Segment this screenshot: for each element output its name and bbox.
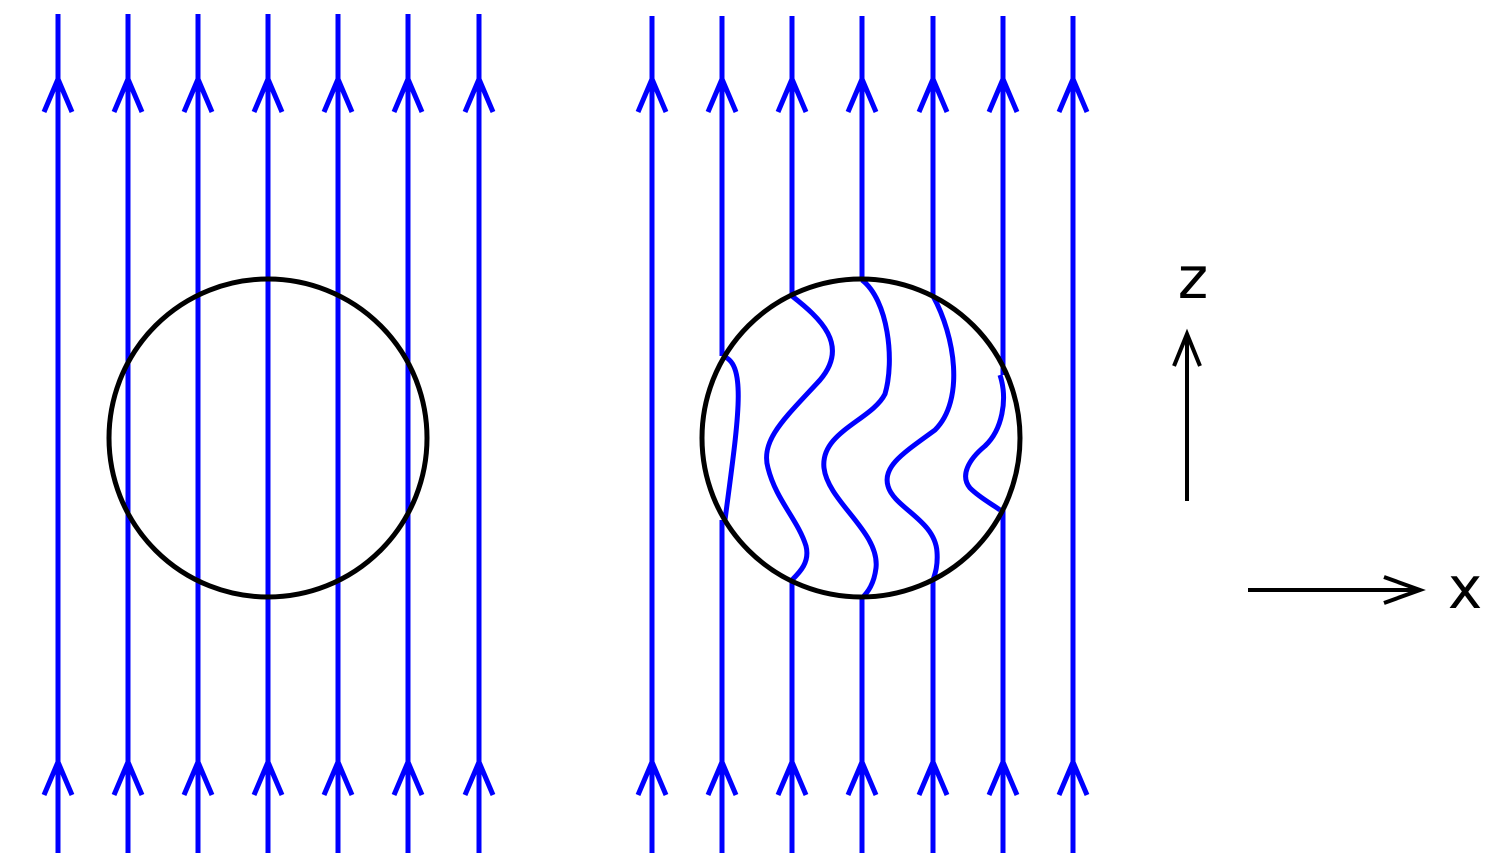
upper-arrow-icon: [705, 72, 739, 113]
boundary-circle: [699, 276, 1023, 600]
upper-arrow-icon: [986, 72, 1020, 113]
field-line-distorted-segment: [821, 278, 892, 600]
upper-arrow-icon: [41, 72, 75, 113]
upper-arrow-icon: [845, 72, 879, 113]
lower-arrow-icon: [391, 755, 425, 796]
field-line: [251, 14, 285, 853]
upper-arrow-icon: [391, 72, 425, 113]
field-line: [821, 16, 892, 853]
lower-arrow-icon: [1056, 755, 1090, 796]
field-line: [181, 14, 215, 853]
field-line: [391, 14, 425, 853]
upper-arrow-icon: [1056, 72, 1090, 113]
field-line-distorted-segment: [721, 353, 741, 521]
field-line: [635, 16, 669, 853]
field-line: [111, 14, 145, 853]
upper-arrow-icon: [111, 72, 145, 113]
upper-arrow-icon: [181, 72, 215, 113]
upper-arrow-icon: [251, 72, 285, 113]
field-line-distorted-segment: [764, 294, 835, 582]
distorted-field-panel: [635, 16, 1090, 853]
lower-arrow-icon: [462, 755, 496, 796]
field-line: [884, 16, 957, 853]
field-line-distorted-segment: [963, 374, 1006, 513]
field-line: [321, 14, 355, 853]
field-line: [764, 16, 835, 853]
lower-arrow-icon: [916, 755, 950, 796]
lower-arrow-icon: [111, 755, 145, 796]
upper-arrow-icon: [462, 72, 496, 113]
field-line: [1056, 16, 1090, 853]
lower-arrow-icon: [181, 755, 215, 796]
z-axis-arrowhead: [1172, 328, 1202, 367]
x-axis-label: x: [1448, 554, 1482, 622]
lower-arrow-icon: [986, 755, 1020, 796]
field-line: [963, 16, 1020, 853]
upper-arrow-icon: [775, 72, 809, 113]
coordinate-axes: z x: [1172, 244, 1482, 622]
uniform-field-panel: [41, 14, 496, 853]
field-line: [462, 14, 496, 853]
z-axis-label: z: [1178, 244, 1208, 312]
upper-arrow-icon: [916, 72, 950, 113]
lower-arrow-icon: [775, 755, 809, 796]
lower-arrow-icon: [635, 755, 669, 796]
lower-arrow-icon: [321, 755, 355, 796]
lower-arrow-icon: [845, 755, 879, 796]
x-axis-arrowhead: [1383, 575, 1426, 605]
lower-arrow-icon: [251, 755, 285, 796]
lower-arrow-icon: [41, 755, 75, 796]
field-line-distorted-segment: [884, 294, 957, 581]
upper-arrow-icon: [635, 72, 669, 113]
lower-arrow-icon: [705, 755, 739, 796]
field-line: [705, 16, 741, 853]
field-line: [41, 14, 75, 853]
upper-arrow-icon: [321, 72, 355, 113]
boundary-circle: [106, 276, 430, 600]
